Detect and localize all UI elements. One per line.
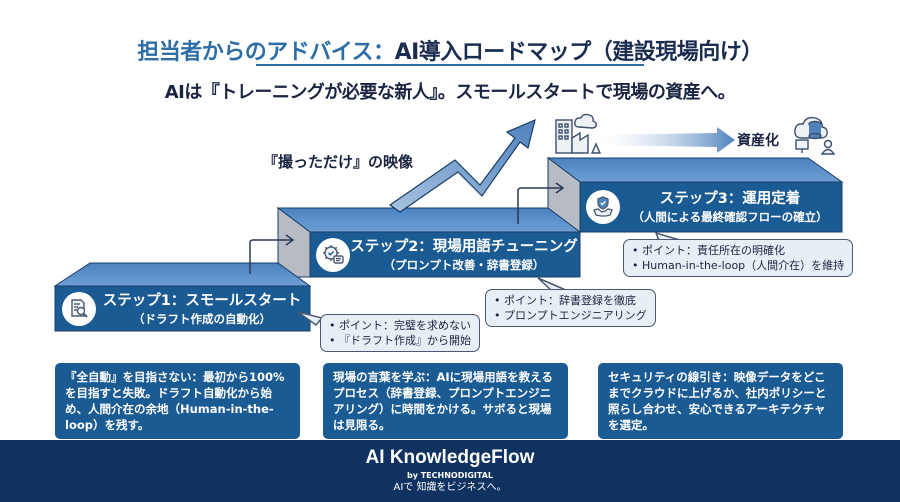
- raw-video-label: 『撮っただけ』の映像: [263, 153, 414, 171]
- building-cloud-icon: [555, 113, 602, 154]
- asset-label: 資産化: [737, 133, 779, 149]
- step1-subtitle: （ドラフト作成の自動化）: [133, 312, 271, 326]
- document-search-icon: [62, 292, 96, 326]
- step3-point: Human-in-the-loop（人間介在）を維持: [632, 258, 844, 273]
- title-prefix: 担当者からのアドバイス：: [137, 40, 395, 65]
- page-title: 担当者からのアドバイス：AI導入ロードマップ（建設現場向け）: [0, 34, 900, 66]
- step1-content: ステップ1：スモールスタート （ドラフト作成の自動化）: [62, 290, 308, 328]
- step3-content: ステップ3：運用定着 （人間による最終確認フローの確立）: [586, 187, 840, 227]
- step2-title: ステップ2：現場用語チューニング: [350, 239, 578, 255]
- flow-arrow: [600, 127, 735, 153]
- step2-block: [276, 207, 582, 278]
- step2-points-bubble: ポイント：辞書登録を徹底 プロンプトエンジニアリング: [485, 289, 656, 327]
- step1-block: [53, 262, 312, 332]
- footer-brand: AI KnowledgeFlow: [365, 447, 535, 468]
- step2-point: ポイント：辞書登録を徹底: [494, 293, 647, 308]
- growth-arrow: [388, 118, 536, 213]
- step2-point: プロンプトエンジニアリング: [494, 308, 647, 323]
- step1-title: ステップ1：スモールスタート: [102, 293, 302, 309]
- step3-title: ステップ3：運用定着: [659, 191, 801, 207]
- step1-point: ポイント：完璧を求めない: [329, 318, 471, 333]
- footer-by: by TECHNODIGITAL: [407, 471, 493, 480]
- step3-block: [546, 157, 844, 233]
- step1-points-bubble: ポイント：完璧を求めない 『ドラフト作成』から開始: [320, 314, 480, 352]
- step3-points-bubble: ポイント：責任所在の明確化 Human-in-the-loop（人間介在）を維持: [623, 239, 854, 277]
- step2-subtitle: （プロンプト改善・辞書登録）: [383, 258, 545, 272]
- gear-chat-icon: [316, 238, 350, 272]
- advice-card-1: 『全自動』を目指さない：最初から100%を目指すと失敗。ドラフト自動化から始め、…: [55, 363, 300, 439]
- cloud-database-icon: [794, 116, 836, 155]
- roadmap-diagram: [53, 113, 844, 332]
- shield-handshake-icon: [586, 190, 620, 224]
- step2-label: ステップ2：現場用語チューニング （プロンプト改善・辞書登録）: [350, 237, 578, 273]
- title-main: AI導入ロードマップ（建設現場向け）: [394, 40, 764, 65]
- advice-card-3: セキュリティの線引き：映像データをどこまでクラウドに上げるか、社内ポリシーと照ら…: [598, 363, 843, 439]
- advice-card-2: 現場の言葉を学ぶ：AIに現場用語を教えるプロセス（辞書登録、プロンプトエンジニア…: [323, 363, 568, 439]
- page-subtitle: AIは『トレーニングが必要な新人』。スモールスタートで現場の資産へ。: [164, 82, 736, 103]
- title-underline: [256, 64, 644, 66]
- connector-arrows: [249, 182, 565, 274]
- step3-subtitle: （人間による最終確認フローの確立）: [632, 210, 828, 224]
- footer: AI KnowledgeFlow by TECHNODIGITAL AIで 知識…: [0, 440, 900, 502]
- step1-label: ステップ1：スモールスタート （ドラフト作成の自動化）: [96, 291, 308, 327]
- bubble1-tail: [297, 311, 324, 327]
- step2-content: ステップ2：現場用語チューニング （プロンプト改善・辞書登録）: [316, 236, 578, 274]
- step3-point: ポイント：責任所在の明確化: [632, 243, 844, 258]
- step1-point: 『ドラフト作成』から開始: [329, 333, 471, 348]
- footer-tagline: AIで 知識をビジネスへ。: [393, 482, 507, 493]
- step3-label: ステップ3：運用定着 （人間による最終確認フローの確立）: [620, 189, 840, 225]
